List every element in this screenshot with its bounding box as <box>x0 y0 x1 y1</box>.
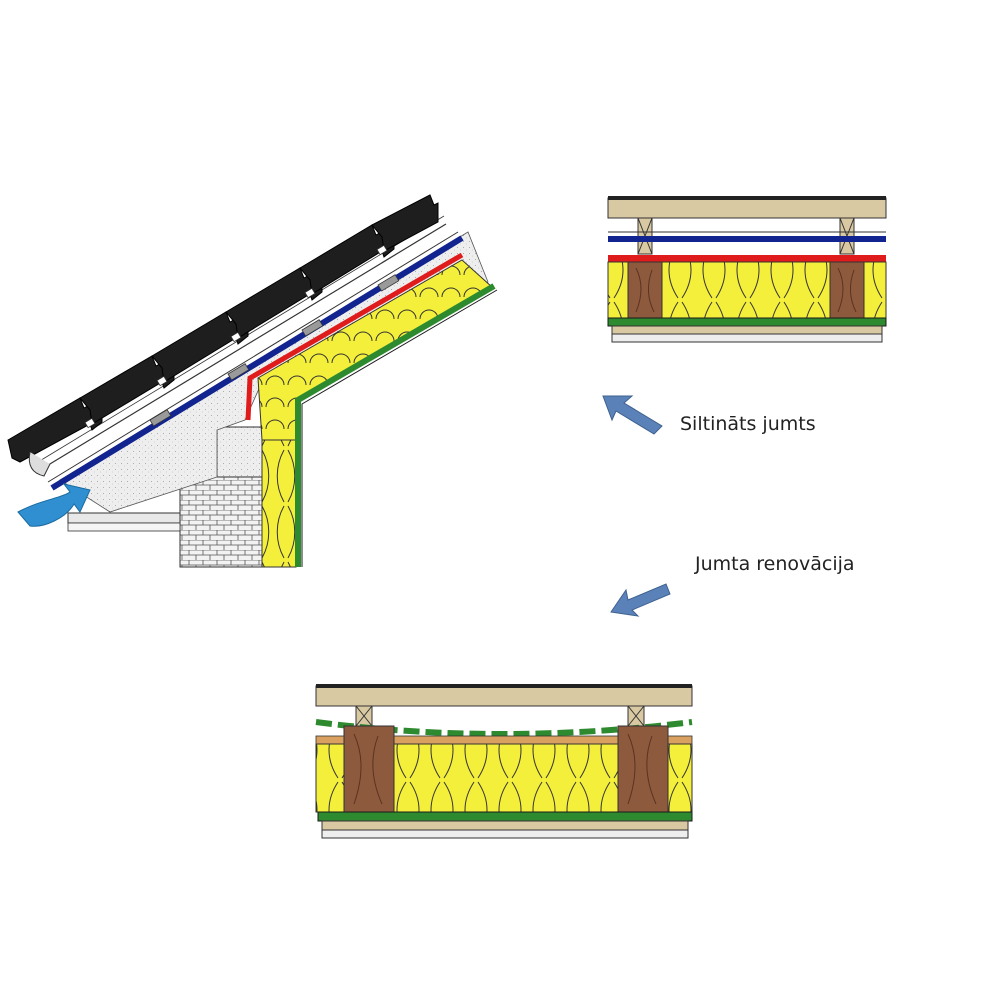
wall-plate <box>216 426 270 478</box>
insulated-roof-cross-section <box>607 196 887 343</box>
airflow-arrow-icon <box>17 483 91 527</box>
vapor-barrier <box>245 252 464 421</box>
roof-tiles <box>7 194 439 463</box>
arrow-left-down-icon <box>610 583 671 617</box>
eaves-section-drawing <box>7 194 498 568</box>
arrow-left-up-icon <box>602 395 663 435</box>
insulated-roof-label: Siltināts jumts <box>680 413 816 435</box>
roof-renovation-label: Jumta renovācija <box>695 553 855 575</box>
soffit-board-lower <box>67 522 181 532</box>
soffit-board <box>67 512 181 524</box>
interior-board <box>295 283 496 567</box>
renovation-roof-cross-section <box>315 684 693 839</box>
gutter <box>28 451 51 477</box>
counter-battens <box>149 274 400 427</box>
